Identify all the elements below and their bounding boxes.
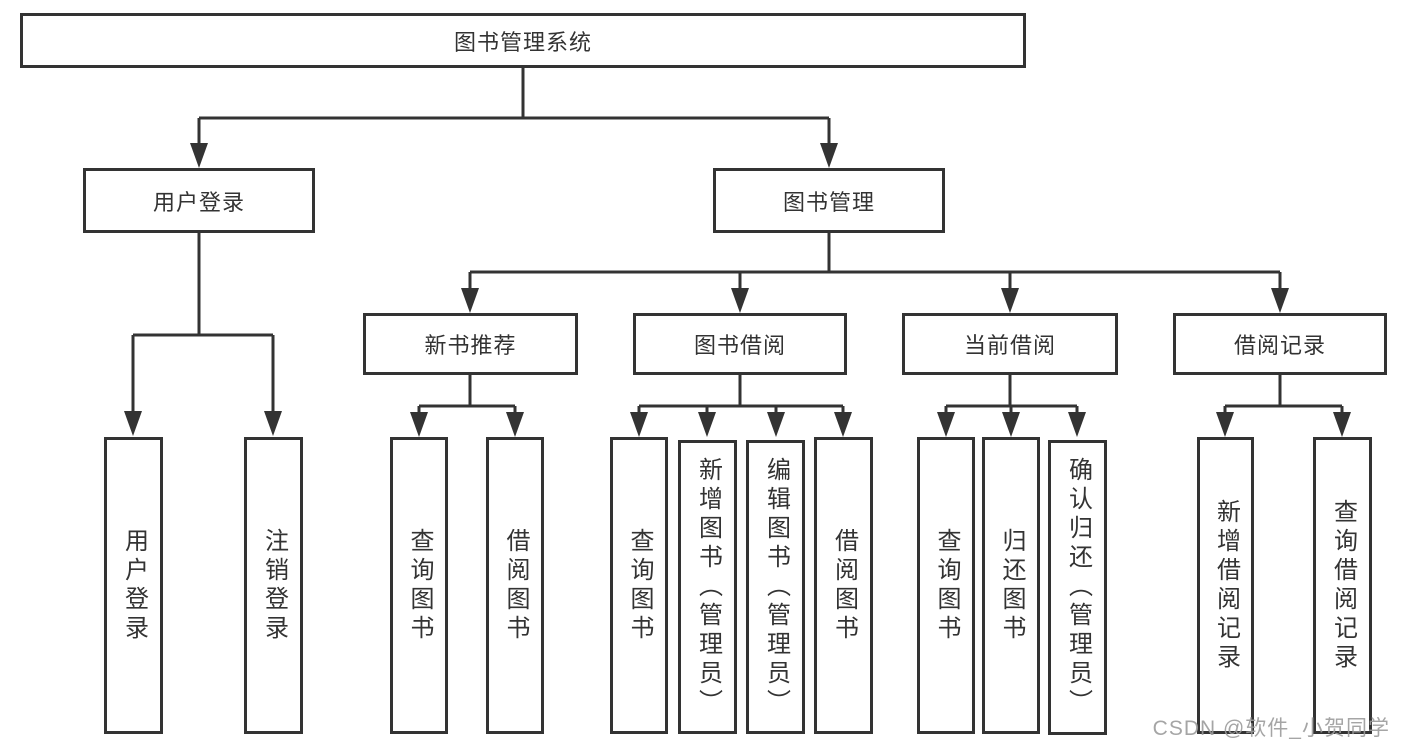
arrowheads <box>124 143 1351 437</box>
node-label: 图书管理 <box>782 189 875 215</box>
node-label: 查询图书 <box>406 527 433 644</box>
leaf-current-confirm-admin: 确认归还（管理员） <box>1048 440 1107 735</box>
leaf-borrow-edit-admin: 编辑图书（管理员） <box>746 440 805 734</box>
node-label: 借阅记录 <box>1233 333 1326 358</box>
node-label: 图书借阅 <box>693 333 786 358</box>
node-label: 当前借阅 <box>963 333 1056 358</box>
node-current-borrow: 当前借阅 <box>902 313 1118 375</box>
leaf-current-query: 查询图书 <box>917 437 975 734</box>
node-book-manage: 图书管理 <box>713 168 945 233</box>
node-label: 新书推荐 <box>424 333 517 358</box>
node-label: 编辑图书（管理员） <box>762 456 790 718</box>
node-label: 查询图书 <box>933 527 960 644</box>
watermark: CSDN @软件_小贺同学 <box>1152 717 1390 740</box>
leaf-current-return: 归还图书 <box>982 437 1040 734</box>
node-label: 用户登录 <box>120 527 148 644</box>
node-user-login: 用户登录 <box>83 168 315 233</box>
leaf-records-add: 新增借阅记录 <box>1197 437 1254 734</box>
leaf-logout: 注销登录 <box>244 437 303 734</box>
node-new-book-recommend: 新书推荐 <box>363 313 578 375</box>
node-label: 新增图书（管理员） <box>694 456 722 718</box>
node-label: 注销登录 <box>260 527 288 644</box>
leaf-records-query: 查询借阅记录 <box>1313 437 1372 734</box>
leaf-borrow-borrow: 借阅图书 <box>814 437 873 734</box>
node-label: 用户登录 <box>152 189 245 215</box>
node-label: 借阅图书 <box>502 527 529 644</box>
leaf-newbook-borrow: 借阅图书 <box>486 437 544 734</box>
node-label: 借阅图书 <box>830 527 858 644</box>
node-label: 查询借阅记录 <box>1329 498 1357 673</box>
node-label: 查询图书 <box>626 527 653 644</box>
node-root: 图书管理系统 <box>20 13 1026 68</box>
leaf-newbook-query: 查询图书 <box>390 437 448 734</box>
node-label: 新增借阅记录 <box>1212 498 1240 673</box>
node-label: 确认归还（管理员） <box>1064 457 1092 718</box>
leaf-borrow-add-admin: 新增图书（管理员） <box>678 440 737 734</box>
node-borrow-records: 借阅记录 <box>1173 313 1387 375</box>
node-book-borrow: 图书借阅 <box>633 313 847 375</box>
leaf-borrow-query: 查询图书 <box>610 437 668 734</box>
node-label: 归还图书 <box>998 527 1025 644</box>
leaf-user-login: 用户登录 <box>104 437 163 734</box>
node-label: 图书管理系统 <box>453 29 592 55</box>
